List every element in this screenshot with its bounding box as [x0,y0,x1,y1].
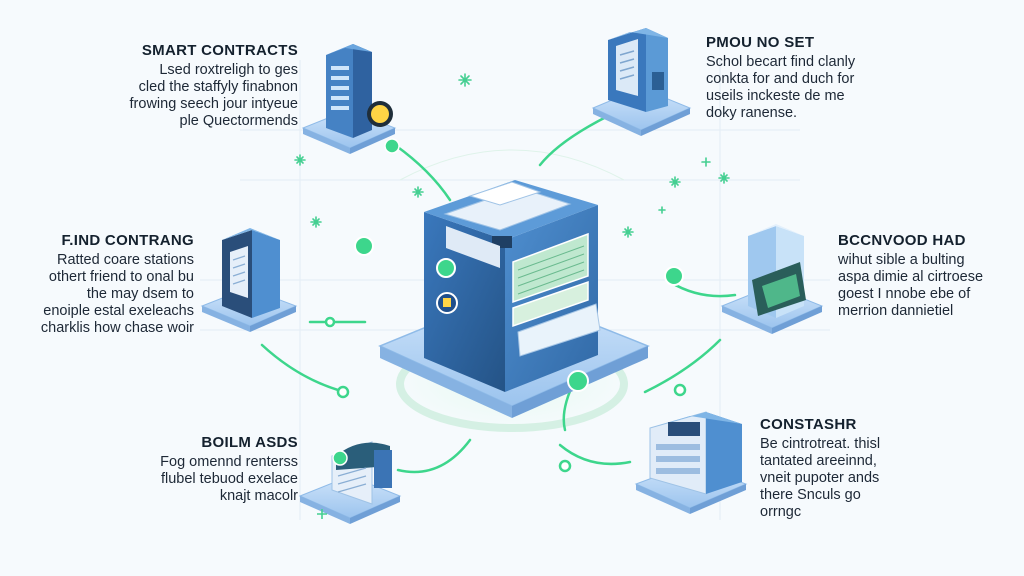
check-badge-icon [664,266,684,286]
label-line: Lsed roxtreligh to ges [159,62,298,78]
connector-pmou-no-set [538,113,612,167]
constashr-server [634,411,748,514]
sparkle-icon [412,186,424,198]
label-title: CONSTASHR [760,416,857,433]
label-line: enoiple estal exeleachs [43,303,194,319]
label-line: charklis how chase woir [40,320,194,336]
label-line: aspa dimie al cirtroese [838,269,984,285]
sparkle-icon [718,172,730,184]
label-line: doky ranense. [706,105,798,121]
label-line: useils inckeste de me [706,88,845,104]
connector-find-contrang-lower [260,343,347,394]
central-server [378,180,650,418]
label-line: othert friend to onal bu [48,269,194,285]
label-title: F.IND CONTRANG [61,232,194,249]
connector-boilm-asds [396,438,472,474]
label-title: PMOU NO SET [706,34,815,51]
label-line: Fog omennd renterss [160,454,298,470]
connector-constashr [558,443,632,466]
smart-contracts-server [301,44,400,154]
label-line: orrngc [760,504,802,520]
label-pmou-no-set: PMOU NO SET Schol becart find clanly con… [706,34,906,122]
boilm-asds-server [298,441,402,524]
node-dot [558,459,572,473]
check-badge-icon [384,138,400,154]
label-line: Be cintrotreat. thisl [760,436,881,452]
device-icon [652,72,664,90]
sparkle-icons [294,73,730,238]
sparkle-icon [310,216,322,228]
label-line: goest I nnobe ebe of [838,286,971,302]
sparkle-icon [317,509,327,519]
find-contrang-server [200,228,374,332]
connector-bccnvood-lower [643,338,722,394]
label-line: tantated areeinnd, [760,453,877,469]
label-line: conkta for and duch for [706,71,855,87]
label-line: the may dsem to [86,286,194,302]
check-badge-icon [567,370,589,392]
lock-badge-icon [436,258,456,278]
label-find-contrang: F.IND CONTRANG Ratted coare stations oth… [10,232,194,337]
sparkle-icon [701,157,711,167]
label-line: Schol becart find clanly [706,54,856,70]
pmou-no-set-server [591,28,692,136]
node-dot [324,316,336,328]
label-line: flubel tebuod exelace [160,471,298,487]
label-line: Ratted coare stations [56,252,194,268]
label-line: wihut sible a bulting [838,252,965,268]
label-line: ple Quectormends [179,113,298,129]
sparkle-icon [294,154,306,166]
label-smart-contracts: SMART CONTRACTS Lsed roxtreligh to ges c… [80,42,298,130]
label-line: there Snculs go [760,487,861,503]
sparkle-icon [658,206,666,214]
check-badge-icon [354,236,374,256]
connector-lines [260,113,737,474]
connector-smart-contracts [393,143,452,202]
label-line: knajt macolr [219,488,298,504]
bccnvood-had-server [664,224,824,334]
label-title: SMART CONTRACTS [141,42,298,59]
label-line: frowing seech jour intyeue [129,96,298,112]
label-bccnvood-had: BCCNVOOD HAD wihut sible a bulting aspa … [838,232,1018,320]
label-line: vneit pupoter ands [760,470,880,486]
node-dot [673,383,687,397]
label-title: BOILM ASDS [201,434,298,451]
sparkle-icon [622,226,634,238]
connector-nodes [324,316,687,473]
label-constashr: CONSTASHR Be cintrotreat. thisl tantated… [760,416,960,521]
label-title: BCCNVOOD HAD [838,232,966,249]
label-line: merrion dannietiel [838,303,954,319]
label-line: cled the staffyly finabnon [138,79,298,95]
label-boilm-asds: BOILM ASDS Fog omennd renterss flubel te… [100,434,298,505]
sparkle-icon [669,176,681,188]
check-badge-icon [332,450,348,466]
node-dot [336,385,350,399]
sparkle-icon [458,73,472,87]
